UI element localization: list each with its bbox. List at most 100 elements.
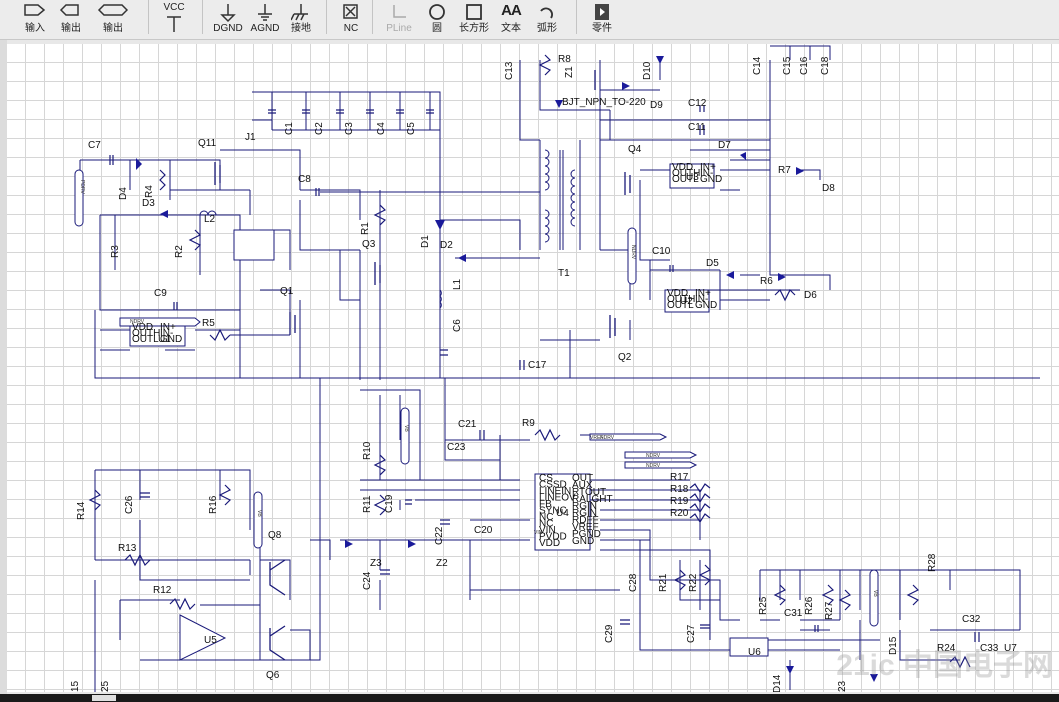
label-c16[interactable]: C16 (799, 56, 810, 75)
label-d15[interactable]: D15 (888, 636, 899, 655)
part-button[interactable]: 零件 (584, 0, 620, 40)
label-r13[interactable]: R13 (118, 543, 137, 554)
label-r14[interactable]: R14 (76, 501, 87, 520)
label-r26[interactable]: R26 (804, 596, 815, 615)
label-l1[interactable]: L1 (452, 278, 463, 290)
label-u5[interactable]: U5 (204, 635, 217, 646)
label-q6[interactable]: Q6 (266, 670, 280, 681)
label-c26[interactable]: C26 (124, 495, 135, 514)
label-d9[interactable]: D9 (650, 100, 663, 111)
label-c8[interactable]: C8 (298, 174, 311, 185)
label-r28[interactable]: R28 (927, 553, 938, 572)
label-r4[interactable]: R4 (144, 185, 155, 198)
label-r11[interactable]: R11 (362, 495, 373, 513)
label-j1[interactable]: J1 (245, 132, 256, 143)
label-c9[interactable]: C9 (154, 288, 167, 299)
label-c12[interactable]: C12 (688, 98, 707, 109)
label-c3[interactable]: C3 (344, 122, 355, 135)
label-r1[interactable]: R1 (360, 222, 371, 235)
label-r3[interactable]: R3 (110, 245, 121, 258)
label-l2[interactable]: L2 (204, 214, 216, 225)
label-r8[interactable]: R8 (558, 54, 571, 65)
label-u2[interactable]: U2 (680, 296, 693, 307)
label-c11[interactable]: C11 (688, 122, 706, 133)
label-c19[interactable]: C19 (384, 494, 395, 513)
nc-button[interactable]: NC (334, 0, 368, 40)
label-u4[interactable]: U4 (556, 508, 569, 519)
label-c1[interactable]: C1 (284, 122, 295, 135)
label-r7[interactable]: R7 (778, 165, 791, 176)
label-t1[interactable]: T1 (558, 268, 570, 279)
label-d4[interactable]: D4 (118, 187, 129, 200)
bidirectional-port-button[interactable]: 输出 (92, 0, 134, 40)
label-d7[interactable]: D7 (718, 140, 731, 151)
label-d2[interactable]: D2 (440, 240, 453, 251)
label-c20[interactable]: C20 (474, 525, 493, 536)
label-c14[interactable]: C14 (752, 56, 763, 75)
label-q3[interactable]: Q3 (362, 239, 376, 250)
label-c18[interactable]: C18 (820, 56, 831, 75)
label-c7[interactable]: C7 (88, 140, 101, 151)
label-c29[interactable]: C29 (604, 624, 615, 643)
label-r16[interactable]: R16 (208, 495, 219, 514)
label-r25[interactable]: R25 (758, 596, 769, 615)
label-c24[interactable]: C24 (362, 571, 373, 590)
label-23[interactable]: 23 (837, 680, 848, 692)
agnd-button[interactable]: AGND (247, 0, 283, 40)
label-q1[interactable]: Q1 (280, 286, 294, 297)
label-q11[interactable]: Q11 (198, 138, 217, 149)
label-u1[interactable]: U1 (158, 334, 171, 345)
label-c4[interactable]: C4 (376, 122, 387, 135)
label-c6[interactable]: C6 (452, 319, 463, 332)
label-r12[interactable]: R12 (153, 585, 172, 596)
dgnd-button[interactable]: DGND (210, 0, 246, 40)
label-z2[interactable]: Z2 (436, 558, 448, 569)
label-c32[interactable]: C32 (962, 614, 981, 625)
label-d1[interactable]: D1 (420, 235, 431, 248)
label-c27[interactable]: C27 (686, 624, 697, 643)
label-d6[interactable]: D6 (804, 290, 817, 301)
label-q4[interactable]: Q4 (628, 144, 642, 155)
horizontal-scrollbar[interactable] (0, 694, 1059, 702)
label-15[interactable]: 15 (70, 680, 81, 692)
label-c2[interactable]: C2 (314, 122, 325, 135)
label-r20[interactable]: R20 (670, 508, 689, 519)
schematic-drawing[interactable]: C13R8Z1D10C14C15C16C18BJT_NPN_TO-220D9C1… (7, 44, 1059, 692)
rectangle-button[interactable]: 长方形 (456, 0, 492, 40)
label-c13[interactable]: C13 (504, 61, 515, 80)
ground-button[interactable]: 接地 (284, 0, 318, 40)
label-r9[interactable]: R9 (522, 418, 535, 429)
label-u3[interactable]: U3 (686, 172, 699, 183)
label-c28[interactable]: C28 (628, 573, 639, 592)
label-25[interactable]: 25 (100, 680, 111, 692)
label-r24[interactable]: R24 (937, 643, 956, 654)
label-r2[interactable]: R2 (174, 245, 185, 258)
label-r22[interactable]: R22 (688, 573, 699, 592)
label-u7[interactable]: U7 (1004, 643, 1017, 654)
scrollbar-thumb[interactable] (92, 695, 116, 701)
label-r17[interactable]: R17 (670, 472, 689, 483)
label-c23[interactable]: C23 (447, 442, 466, 453)
arc-button[interactable]: 弧形 (530, 0, 564, 40)
label-d5[interactable]: D5 (706, 258, 719, 269)
label-r27[interactable]: R27 (824, 601, 835, 620)
label-bjt_npn_to-220[interactable]: BJT_NPN_TO-220 (562, 97, 646, 108)
output-port-button[interactable]: 输出 (54, 0, 88, 40)
label-r5[interactable]: R5 (202, 318, 215, 329)
label-c31[interactable]: C31 (784, 608, 803, 619)
label-d10[interactable]: D10 (642, 61, 653, 80)
label-c21[interactable]: C21 (458, 419, 477, 430)
label-c10[interactable]: C10 (652, 246, 671, 257)
text-button[interactable]: AA 文本 (494, 0, 528, 40)
input-port-button[interactable]: 输入 (18, 0, 52, 40)
label-r18[interactable]: R18 (670, 484, 689, 495)
label-c33[interactable]: C33 (980, 643, 999, 654)
label-r6[interactable]: R6 (760, 276, 773, 287)
label-d3[interactable]: D3 (142, 198, 155, 209)
label-z3[interactable]: Z3 (370, 558, 382, 569)
label-c5[interactable]: C5 (406, 122, 417, 135)
label-c22[interactable]: C22 (434, 526, 445, 545)
label-z1[interactable]: Z1 (564, 66, 575, 78)
label-q8[interactable]: Q8 (268, 530, 282, 541)
